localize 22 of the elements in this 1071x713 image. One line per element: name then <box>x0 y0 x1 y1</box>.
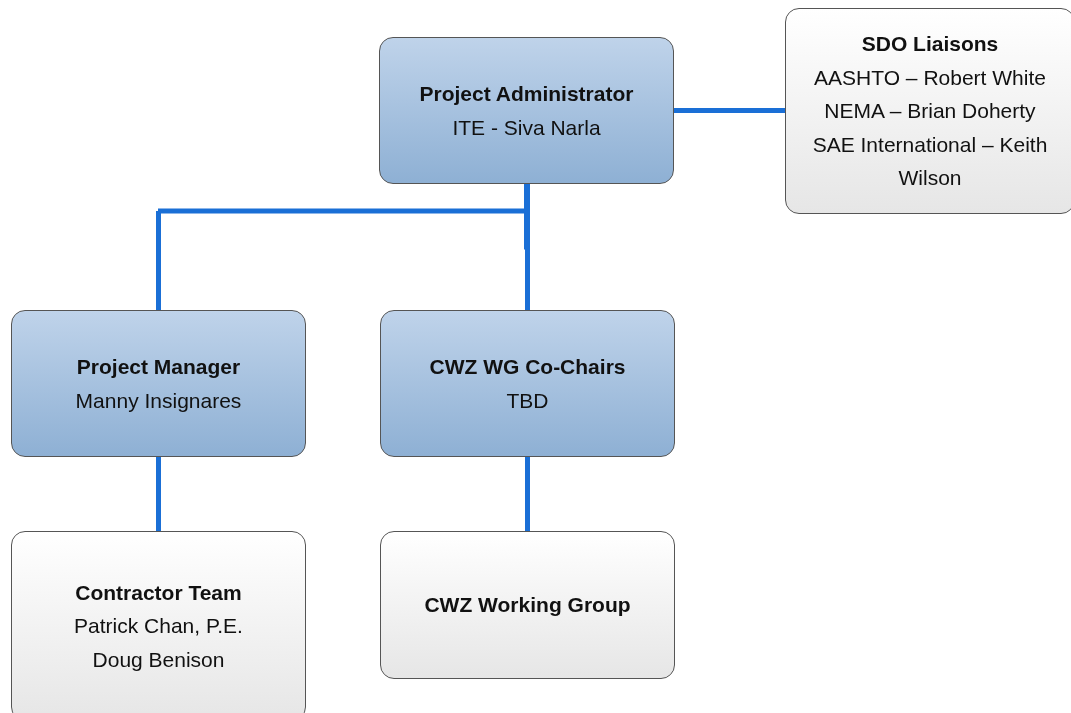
role-title: Project Administrator <box>419 80 634 107</box>
member-name: ITE - Siva Narla <box>452 114 601 141</box>
member-name: NEMA – Brian Doherty <box>824 98 1036 125</box>
role-title: CWZ WG Co-Chairs <box>429 353 626 380</box>
role-title: Project Manager <box>76 353 241 380</box>
member-name: Manny Insignares <box>75 387 242 414</box>
org-box <box>379 37 674 184</box>
role-title: Contractor Team <box>75 579 242 606</box>
member-name: Doug Benison <box>92 646 225 673</box>
org-box <box>380 310 675 457</box>
org-box <box>11 531 306 713</box>
role-title: SDO Liaisons <box>861 31 999 57</box>
member-name: Patrick Chan, P.E. <box>74 613 243 640</box>
org-box <box>380 531 675 679</box>
org-box <box>11 310 306 457</box>
connector-line <box>156 457 161 531</box>
role-title: CWZ Working Group <box>424 592 631 619</box>
org-box <box>785 8 1071 214</box>
connector-line <box>525 457 530 531</box>
member-name: AASHTO – Robert White <box>814 64 1046 91</box>
member-name: SAE International – Keith Wilson <box>811 131 1049 192</box>
member-name: TBD <box>506 387 549 414</box>
